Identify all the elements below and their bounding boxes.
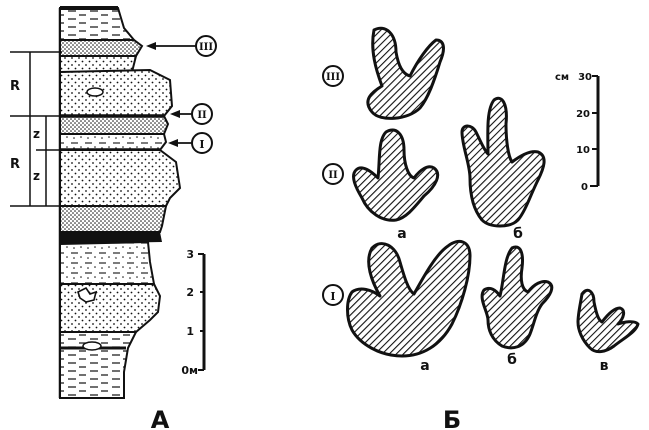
centimeter-scale: см 30 20 10 0 [555, 72, 598, 193]
horizon-marker-iii: III [146, 36, 216, 56]
cycle-label-r-lower: R [10, 157, 20, 172]
track-letter-ii-b: б [513, 226, 523, 242]
layer-thin-bed-i [60, 134, 166, 150]
layer-sandstone-3 [60, 284, 160, 332]
footprint-i-b [482, 247, 552, 348]
layer-fine-sand-iii [60, 40, 142, 56]
svg-text:III: III [199, 42, 213, 53]
stratigraphic-column [60, 8, 180, 398]
horizon-marker-i: I [168, 133, 212, 153]
layer-sandstone-2 [60, 150, 180, 206]
svg-text:II: II [328, 170, 338, 181]
panel-b-caption: Б [443, 406, 461, 430]
cm-tick-10: 10 [576, 145, 590, 156]
cm-unit: см [555, 72, 569, 83]
cm-tick-30: 30 [578, 72, 592, 83]
svg-text:I: I [199, 138, 204, 151]
layer-sand-2 [60, 206, 166, 232]
svg-text:III: III [326, 72, 340, 83]
layer-fine-sand-ii [60, 116, 168, 134]
subcycle-label-z-upper: z [33, 127, 40, 141]
row-label-iii: III [323, 66, 343, 86]
meter-scale: 3 2 1 0м [181, 248, 204, 377]
layer-shale-top [60, 8, 134, 40]
cm-tick-0: 0 [581, 182, 588, 193]
svg-text:II: II [197, 110, 207, 121]
meter-tick-0: 0м [181, 364, 198, 377]
track-letter-i-b: б [507, 352, 517, 368]
layer-sandstone-1 [60, 70, 172, 116]
cycle-label-r-upper: R [10, 79, 20, 94]
layer-shale-bottom [60, 332, 136, 398]
row-label-i: I [323, 285, 343, 305]
horizon-marker-ii: II [170, 104, 212, 124]
panel-a-caption: A [151, 406, 170, 430]
svg-text:I: I [330, 290, 335, 303]
track-letter-i-a: а [420, 358, 429, 374]
cm-tick-20: 20 [576, 109, 590, 120]
meter-tick-2: 2 [186, 286, 194, 299]
meter-tick-1: 1 [186, 325, 194, 338]
footprint-iii [368, 28, 444, 118]
layer-siltstone [60, 242, 154, 284]
footprint-ii-b [462, 98, 544, 226]
track-letter-ii-a: а [397, 226, 406, 242]
row-label-ii: II [323, 164, 343, 184]
footprint-ii-a [354, 130, 438, 220]
footprint-i-a [348, 241, 471, 356]
footprint-i-c [578, 290, 638, 351]
meter-tick-3: 3 [186, 248, 194, 261]
track-letter-i-c: в [600, 358, 609, 374]
subcycle-label-z-lower: z [33, 169, 40, 183]
